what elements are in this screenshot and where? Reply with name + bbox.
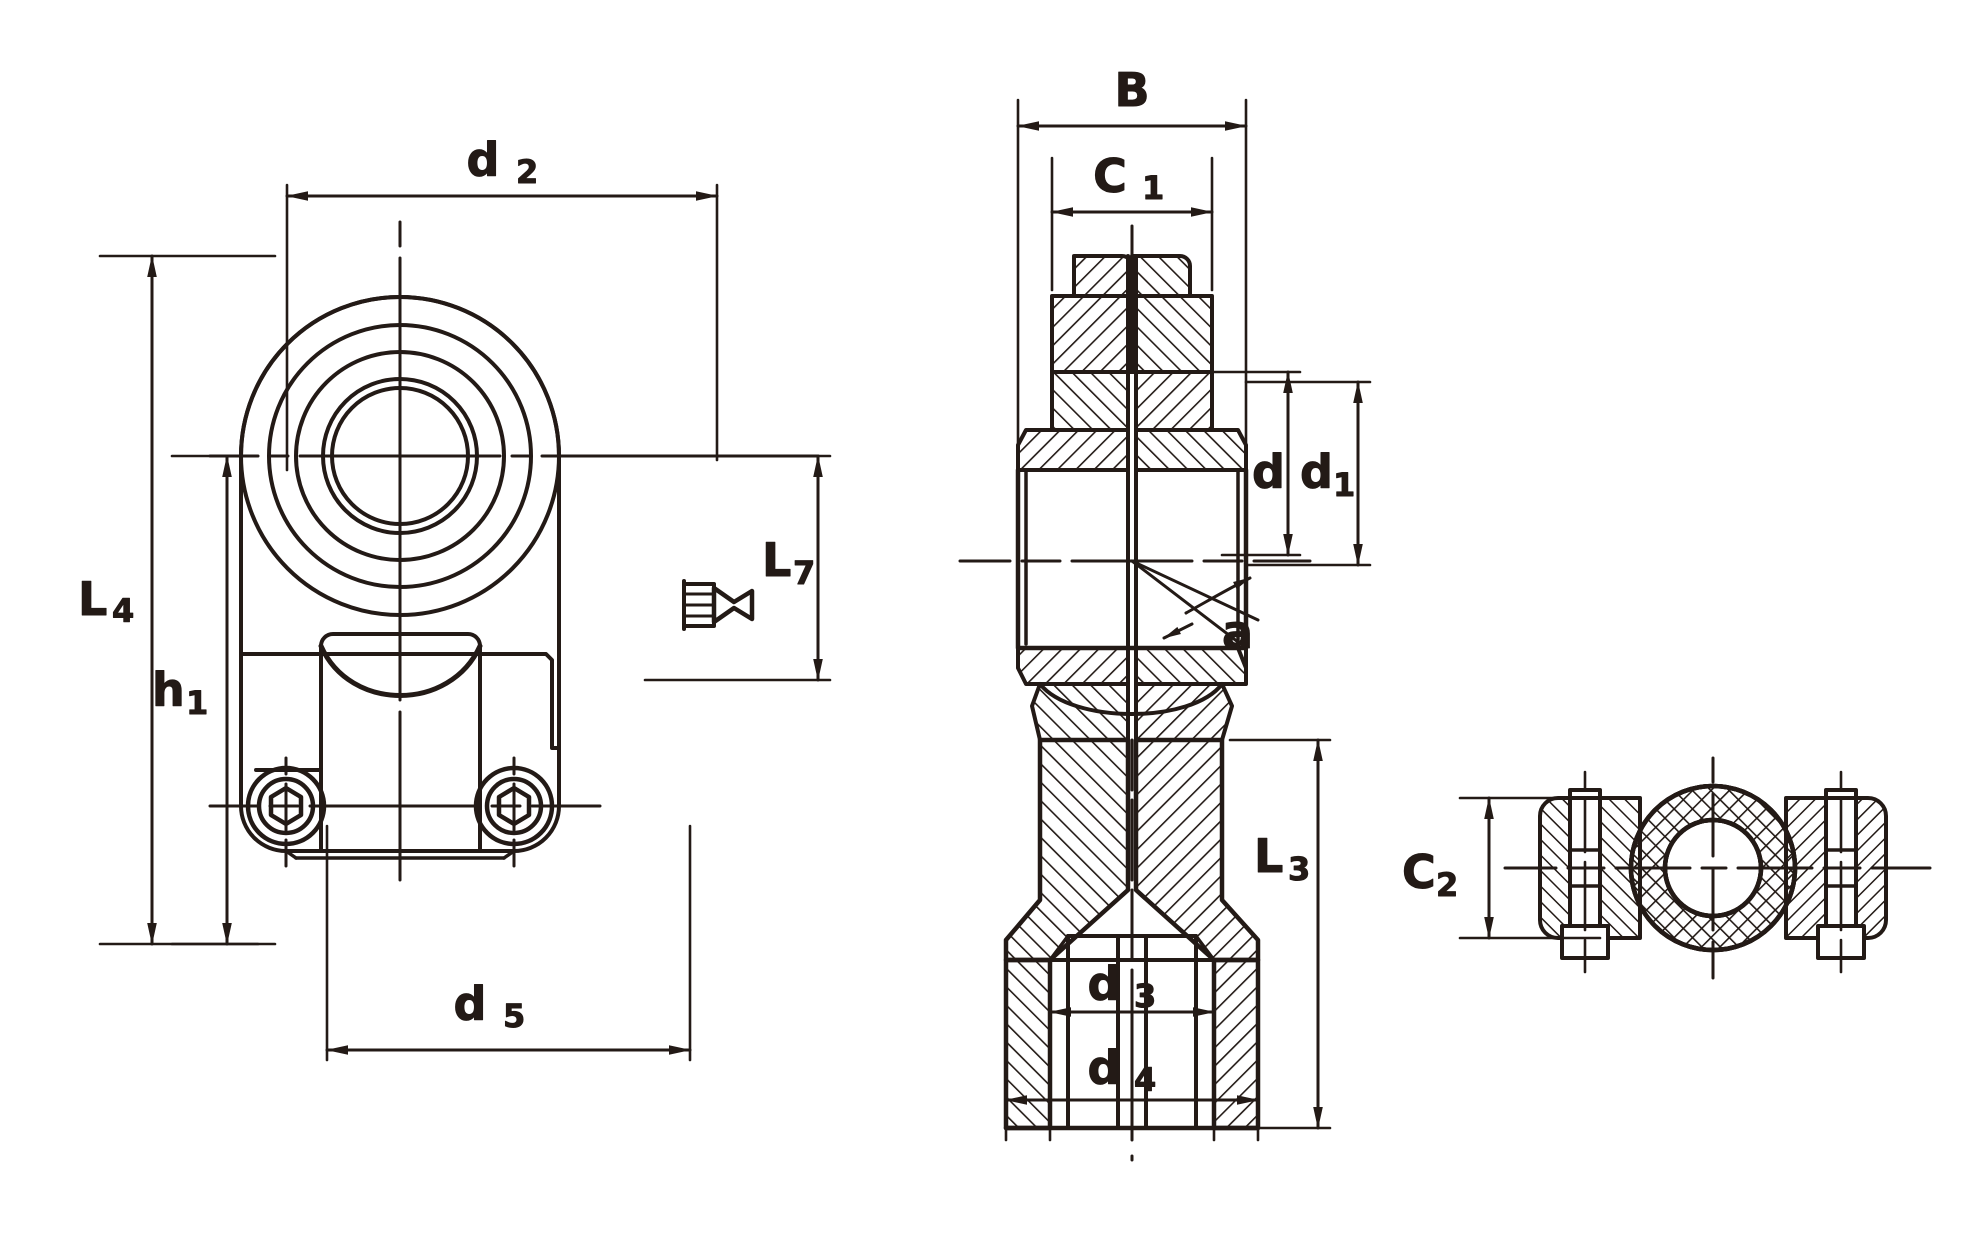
dimension-label-C1-base: C (1093, 149, 1127, 203)
skirt-left (1003, 957, 1053, 1131)
foot-bottom-chamfer-r (502, 849, 516, 860)
clamp-lug-left (1538, 770, 1642, 974)
dimension-label-h1-sub: 1 (186, 684, 208, 722)
dimension-label-h1-base: h (152, 663, 185, 717)
dimension-C1: C 1 (1050, 149, 1214, 292)
inner-ring-body-right (1130, 294, 1214, 374)
dimension-h1: h 1 (152, 454, 260, 946)
dimension-d5: d 5 (325, 824, 692, 1062)
dimension-label-C2-base: C (1402, 845, 1436, 899)
dimension-label-C2-sub: 2 (1436, 866, 1458, 904)
dimension-label-L4-base: L (78, 572, 107, 626)
shoulder-top-right (1134, 428, 1248, 472)
bolt-right-tip (1824, 788, 1858, 800)
dimension-label-d2-sub: 2 (516, 153, 538, 191)
a-arc-upper (1184, 576, 1252, 615)
housing-barrel-outline (1015, 467, 1249, 651)
spherical-outer-race-top (1050, 370, 1214, 432)
inner-ring-body-left (1050, 294, 1134, 374)
dimension-label-B: B (1114, 63, 1149, 117)
inner-ring-top-left (1072, 254, 1134, 298)
dimension-d: d (1210, 370, 1302, 557)
dimension-d3: d 3 (1048, 957, 1216, 1142)
a-arc-lower (1162, 622, 1194, 640)
dimension-label-d2-base: d (467, 133, 500, 187)
dimension-L3: L 3 (1228, 738, 1332, 1130)
shoulder-top-left (1016, 428, 1130, 472)
dimension-label-d3-base: d (1088, 957, 1121, 1011)
inner-ring-top-right (1130, 254, 1192, 298)
inner-ring-bore-walls (1126, 254, 1138, 742)
dimension-label-d4-sub: 4 (1134, 1061, 1156, 1099)
clamp-detail-centrelines (1503, 756, 1932, 980)
dimension-d2: d 2 (285, 133, 719, 472)
outer-housing-barrel (1015, 467, 1249, 651)
race-bottom-left (1016, 646, 1130, 686)
dimension-label-d1-sub: 1 (1333, 466, 1355, 504)
dimension-label-d1-base: d (1300, 445, 1333, 499)
dimension-label-L4-sub: 4 (112, 592, 134, 630)
dimension-label-d: d (1252, 445, 1285, 499)
dimension-label-d5-sub: 5 (503, 997, 525, 1035)
spherical-race-bottom (1016, 646, 1248, 742)
dimension-d4: d 4 (1004, 1041, 1260, 1142)
race-top-left (1050, 370, 1130, 432)
housing-shoulder-top (1016, 428, 1248, 472)
grease-nipple (682, 579, 755, 631)
dimension-label-L3-base: L (1254, 829, 1283, 883)
foot-left-dummy (256, 748, 257, 770)
spherical-surface-arc (1038, 682, 1224, 716)
dimension-L7: L 7 (554, 454, 832, 682)
foot-bottom-chamfer-l (284, 849, 298, 860)
dimension-label-d4-base: d (1088, 1041, 1121, 1095)
clamp-detail-view: C 2 (1402, 756, 1932, 980)
dimension-a: a (1130, 559, 1260, 660)
inner-ring (1050, 254, 1214, 374)
dimension-label-L7-sub: 7 (793, 554, 815, 592)
race-top-right (1134, 370, 1214, 432)
dimension-B: B (1016, 63, 1248, 502)
nipple-cone-head (711, 585, 755, 625)
dimension-label-L7-base: L (762, 533, 791, 587)
dimension-label-d5-base: d (454, 977, 487, 1031)
section-view: B C 1 d d 1 (958, 63, 1372, 1162)
dimension-d1: d 1 (1244, 380, 1372, 567)
dimension-L4: L 4 (78, 254, 277, 946)
section-centrelines (958, 224, 1312, 1162)
dimension-label-L3-sub: 3 (1288, 850, 1310, 888)
dimension-label-d3-sub: 3 (1134, 977, 1156, 1015)
shank-right (1133, 737, 1261, 963)
a-leg-1 (1130, 559, 1260, 622)
clamp-lug-right (1784, 770, 1888, 974)
skirt-right (1211, 957, 1261, 1131)
shank-left (1003, 737, 1131, 963)
dimension-label-a: a (1222, 605, 1253, 659)
dimension-label-C1-sub: 1 (1142, 169, 1164, 207)
a-leg-2 (1130, 559, 1240, 644)
shank-body (1003, 737, 1261, 1131)
bore-chamfers (1048, 934, 1216, 962)
dimension-C2: C 2 (1402, 796, 1602, 940)
nipple-knurl-lines (682, 592, 716, 618)
nipple-knurl-body (682, 582, 716, 628)
front-view: d 2 L 4 h 1 (78, 133, 832, 1062)
